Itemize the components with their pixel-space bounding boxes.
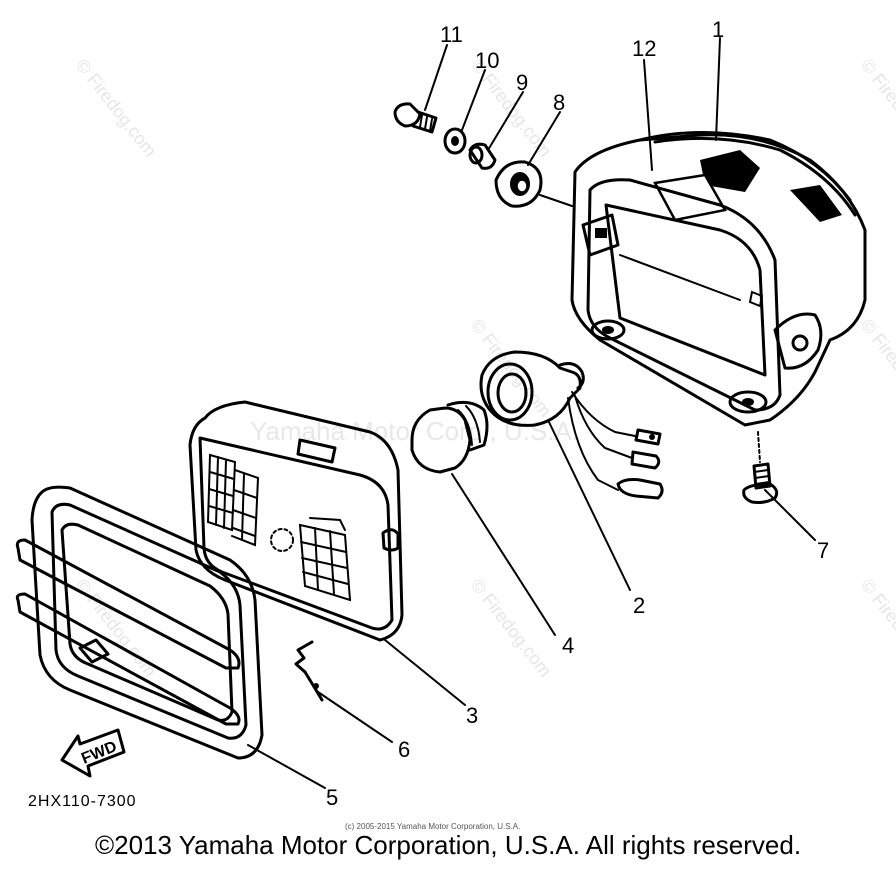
- lens-body: [188, 400, 404, 642]
- callout-4: 4: [562, 633, 574, 658]
- fwd-arrow: FWD: [60, 728, 126, 778]
- callout-6: 6: [398, 737, 410, 762]
- watermark-site-8: © Firedog.com: [857, 575, 896, 681]
- small-copyright: (c) 2005-2015 Yamaha Motor Corporation, …: [345, 822, 520, 831]
- copyright-notice: ©2013 Yamaha Motor Corporation, U.S.A. A…: [94, 830, 802, 860]
- watermark-site-1: © Firedog.com: [72, 55, 161, 161]
- part-code: 2HX110-7300: [28, 793, 137, 810]
- callout-11: 11: [440, 22, 463, 47]
- housing-shell: [570, 133, 867, 427]
- housing-top-tab: [700, 150, 760, 192]
- callout-5: 5: [326, 785, 338, 810]
- callout-7: 7: [817, 538, 829, 563]
- callout-10: 10: [475, 48, 499, 73]
- callout-8: 8: [553, 90, 565, 115]
- headlight-lens-unit: [188, 400, 404, 642]
- grommet-8: [494, 160, 573, 208]
- collar-9: [468, 142, 497, 170]
- callout-9: 9: [516, 70, 528, 95]
- bulb-socket: [479, 350, 664, 500]
- callout-numbers: 1 12 11 10 9 8 7 2 4 3 6 5: [326, 17, 829, 810]
- bulb: [410, 400, 489, 474]
- housing-opening: [586, 178, 782, 412]
- watermark-site-3: © Firedog.com: [857, 55, 896, 161]
- guard-frame: [30, 485, 264, 760]
- leader-lines: [247, 37, 816, 789]
- washer-10: [443, 127, 467, 155]
- callout-2: 2: [633, 593, 645, 618]
- headlight-housing: [570, 131, 867, 427]
- watermark-site-7: © Firedog.com: [467, 575, 556, 681]
- callout-1: 1: [712, 17, 724, 42]
- callout-3: 3: [466, 703, 478, 728]
- bolt-7: [742, 431, 779, 504]
- spring-clip: [294, 640, 324, 702]
- lens-pattern-right: [298, 517, 352, 602]
- headlight-guard: [15, 485, 264, 760]
- watermark-site-4: © Firedog.com: [467, 315, 556, 421]
- watermark-site-5: © Firedog.com: [857, 315, 896, 421]
- bolt-11: [393, 102, 438, 134]
- callout-12: 12: [632, 36, 656, 61]
- lens-pattern-left: [206, 453, 260, 547]
